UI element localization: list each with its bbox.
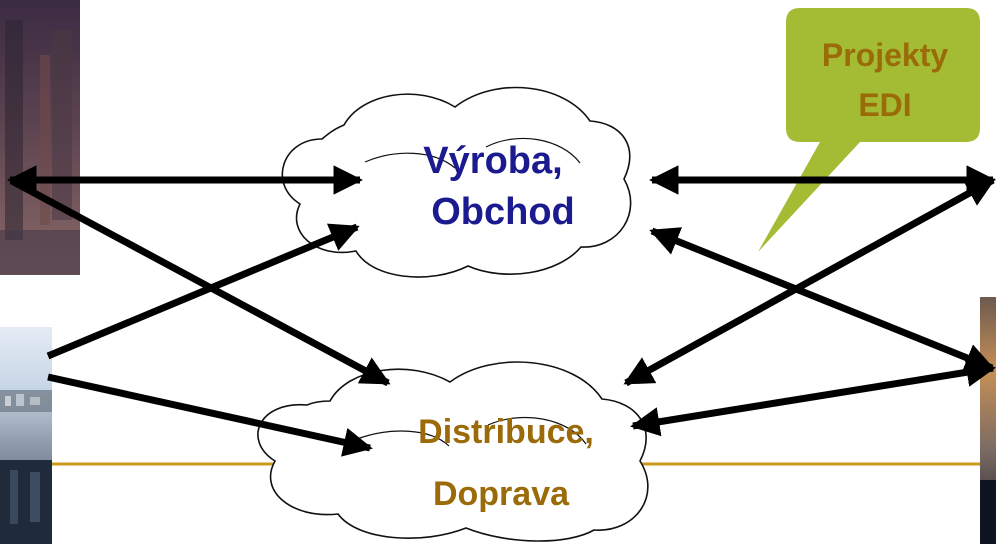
edge-distribution-to-right-top xyxy=(623,176,996,387)
edge-left-top-to-distribution xyxy=(10,177,391,387)
distribution-label-line-2: Doprava xyxy=(432,475,570,513)
left-bottom-photo xyxy=(0,327,52,544)
edge-left-bottom-to-production xyxy=(46,223,360,360)
edge-left-bottom-to-distribution xyxy=(47,373,373,457)
production-label-line-2: Obchod xyxy=(431,191,575,233)
left-top-photo xyxy=(0,0,80,275)
edge-production-to-right-bottom xyxy=(649,227,995,372)
distribution-cloud xyxy=(257,361,649,542)
edge-distribution-to-right-bottom xyxy=(630,357,996,437)
production-label-line-1: Výroba, xyxy=(423,140,563,182)
right-bottom-photo xyxy=(980,297,996,544)
callout-label-line-2: EDI xyxy=(858,87,912,123)
callout-label-line-1: Projekty xyxy=(821,37,949,73)
arrows-layer xyxy=(7,165,996,457)
distribution-label-line-1: Distribuce, xyxy=(418,413,594,451)
